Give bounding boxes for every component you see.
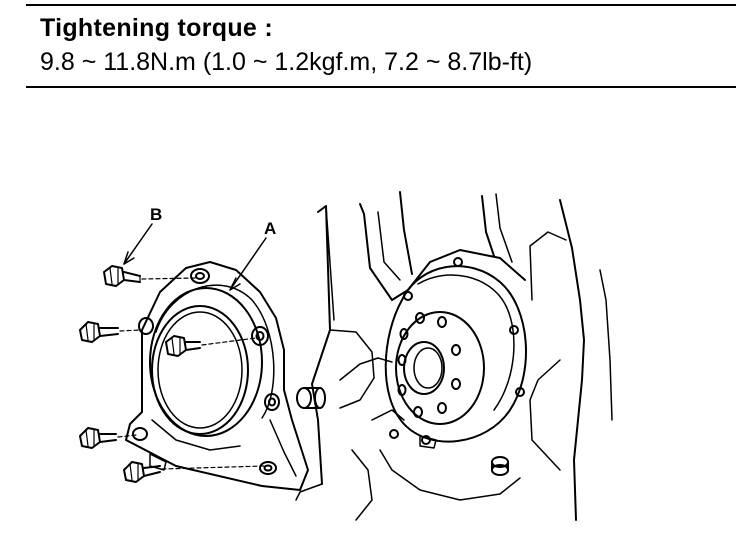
engine-block	[295, 191, 613, 521]
bolt	[165, 335, 257, 357]
bolt	[123, 461, 265, 483]
leader-arrowhead-b	[123, 251, 135, 265]
top-rule	[26, 4, 736, 6]
torque-spec-box: Tightening torque : 9.8 ~ 11.8N.m (1.0 ~…	[26, 0, 736, 88]
callout-b: B	[150, 205, 162, 224]
leader-arrowhead-a	[229, 277, 241, 291]
leader-line-a	[229, 237, 267, 291]
bolts-b	[79, 265, 265, 483]
bottom-rule	[26, 86, 736, 88]
rear-oil-seal-case	[125, 261, 309, 491]
bolt	[79, 427, 137, 449]
callout-a: A	[264, 219, 276, 238]
oil-seal-case-illustration: B A	[0, 92, 736, 544]
spec-heading: Tightening torque :	[40, 14, 273, 42]
leader-line-b	[123, 223, 153, 265]
crankshaft-flange	[384, 257, 527, 449]
spec-value: 9.8 ~ 11.8N.m (1.0 ~ 1.2kgf.m, 7.2 ~ 8.7…	[40, 48, 533, 76]
bolt	[103, 265, 197, 287]
bolt	[79, 321, 141, 343]
